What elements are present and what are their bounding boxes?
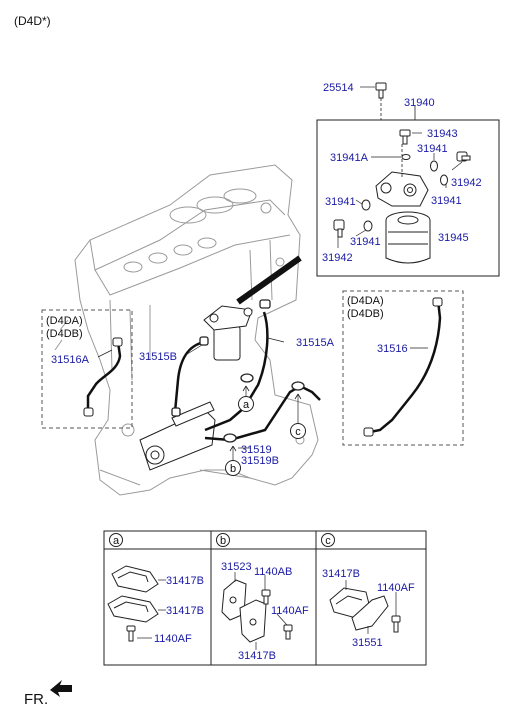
hose-end-fitting	[432, 297, 443, 307]
callout-c[interactable]: c	[290, 423, 306, 439]
front-indicator: FR.	[24, 680, 72, 708]
part-label-31941[interactable]: 31941	[431, 195, 462, 207]
part-label-31519B[interactable]: 31519B	[241, 455, 279, 467]
variant-label-left-1: (D4DA)	[46, 315, 83, 327]
detail-header-c: c	[321, 533, 335, 547]
injection-pump	[139, 401, 216, 471]
svg-text:c: c	[295, 426, 301, 438]
part-label-31942[interactable]: 31942	[322, 252, 353, 264]
variant-label-right-1: (D4DA)	[347, 295, 384, 307]
detail-c-part-1140AF[interactable]: 1140AF	[377, 582, 415, 594]
detail-a-part-1140AF[interactable]: 1140AF	[154, 633, 192, 645]
detail-b-part-31523[interactable]: 31523	[221, 561, 252, 573]
front-label: FR.	[24, 691, 48, 708]
part-label-31515B[interactable]: 31515B	[139, 351, 177, 363]
front-arrow-icon	[50, 680, 72, 697]
part-label-31941A[interactable]: 31941A	[330, 152, 369, 164]
svg-text:a: a	[113, 535, 120, 547]
filter-assy-box	[316, 119, 500, 277]
detail-b-leaders	[234, 572, 288, 650]
callout-a[interactable]: a	[238, 396, 254, 412]
variant-label-left-2: (D4DB)	[46, 328, 83, 340]
detail-c-part-31551[interactable]: 31551	[352, 637, 383, 649]
detail-a-part-31417B[interactable]: 31417B	[166, 605, 204, 617]
part-label-31941[interactable]: 31941	[325, 196, 356, 208]
detail-a-clips	[107, 565, 159, 642]
engine-block	[54, 164, 319, 496]
part-label-31941[interactable]: 31941	[350, 236, 381, 248]
detail-b-parts	[221, 579, 293, 643]
model-header: (D4D*)	[14, 14, 51, 28]
fuel-filter-mounted	[203, 305, 253, 361]
part-label-31516[interactable]: 31516	[377, 343, 408, 355]
hose-31516	[369, 299, 442, 434]
detail-c-leaders	[345, 580, 397, 634]
variant-box-left	[41, 309, 133, 429]
part-label-25514[interactable]: 25514	[323, 82, 354, 94]
detail-b-part-31417B[interactable]: 31417B	[238, 650, 276, 662]
variant-label-right-2: (D4DB)	[347, 308, 384, 320]
detail-c-part-31417B[interactable]: 31417B	[322, 568, 360, 580]
bolt-icon	[375, 82, 387, 99]
hose-31516A	[86, 341, 122, 410]
hose-clamps-engine	[171, 299, 305, 443]
part-label-31519[interactable]: 31519	[241, 444, 272, 456]
detail-a-part-31417B[interactable]: 31417B	[166, 575, 204, 587]
detail-c-parts	[329, 587, 401, 633]
leader-lines	[97, 86, 463, 462]
part-label-31940[interactable]: 31940	[404, 97, 435, 109]
hose-end-fitting	[363, 427, 374, 437]
detail-b-part-1140AB[interactable]: 1140AB	[254, 566, 292, 578]
part-label-31942[interactable]: 31942	[451, 177, 482, 189]
hose-end-fitting	[83, 407, 94, 417]
svg-text:b: b	[220, 535, 226, 547]
detail-table	[103, 530, 427, 666]
part-label-31516A[interactable]: 31516A	[51, 354, 90, 366]
part-label-31943[interactable]: 31943	[427, 128, 458, 140]
svg-text:b: b	[230, 463, 236, 475]
detail-a-leaders	[137, 579, 166, 639]
hose-end-fitting	[112, 337, 123, 347]
detail-header-a: a	[109, 533, 123, 547]
variant-box-right	[342, 290, 464, 446]
detail-b-part-1140AF[interactable]: 1140AF	[271, 605, 309, 617]
detail-header-b: b	[216, 533, 230, 547]
part-label-31945[interactable]: 31945	[438, 232, 469, 244]
svg-text:c: c	[325, 535, 331, 547]
fuel-return-pipe	[236, 255, 302, 305]
svg-text:a: a	[243, 399, 250, 411]
filter-assy-parts	[333, 129, 471, 264]
part-label-31941[interactable]: 31941	[417, 143, 448, 155]
part-label-31515A[interactable]: 31515A	[296, 337, 335, 349]
callout-b[interactable]: b	[225, 460, 241, 476]
